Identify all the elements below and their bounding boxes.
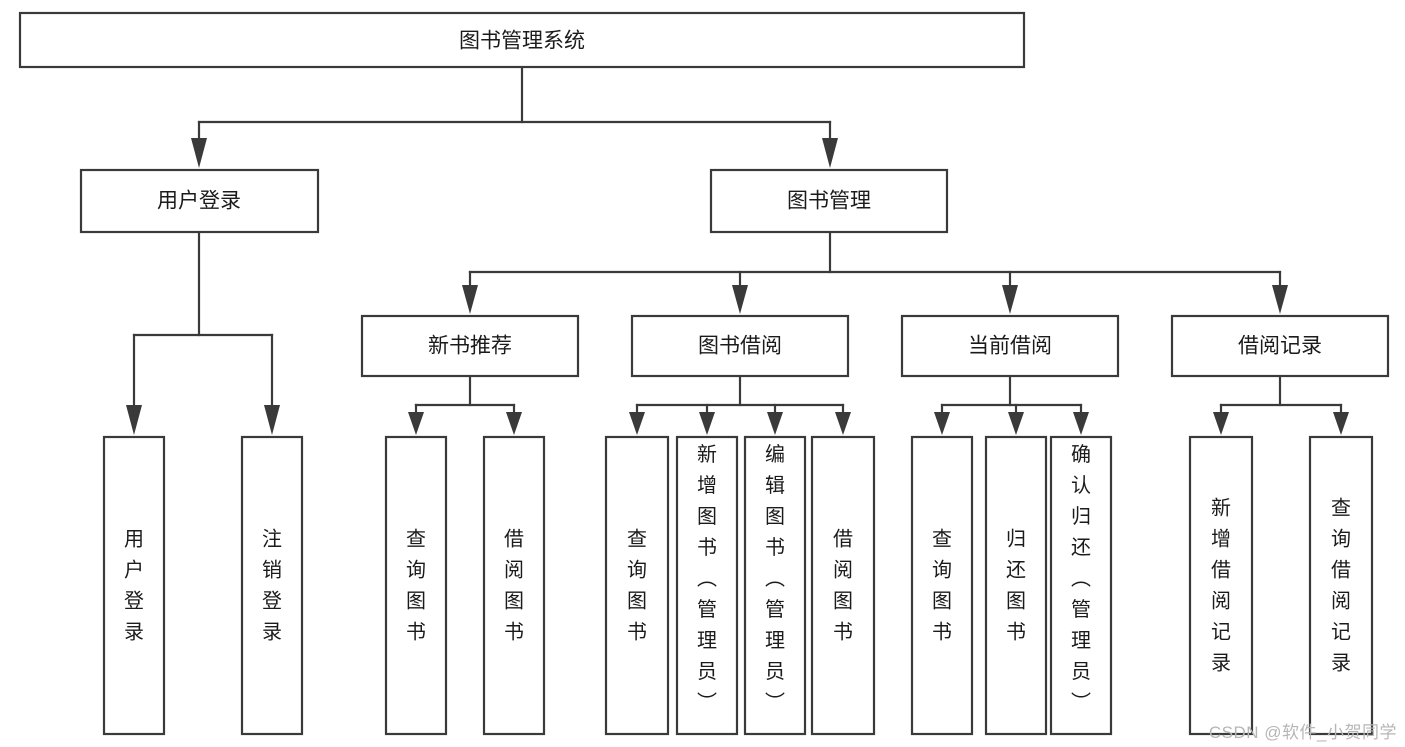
connector-group-borrow-record: [1213, 374, 1349, 435]
leaf-node[interactable]: 查询借阅记录: [1308, 435, 1374, 736]
node-book-borrow-box[interactable]: [630, 314, 850, 378]
leaf-query-book-3-box[interactable]: [910, 435, 974, 736]
node-borrow-record-box[interactable]: [1170, 314, 1390, 378]
node-new-book-rec-box[interactable]: [360, 314, 580, 378]
connector-group-book-borrow: [629, 374, 851, 435]
leaf-add-book-label: 新增图书︵管理员︶: [697, 443, 717, 714]
leaf-return-book-box[interactable]: [984, 435, 1048, 736]
leaf-query-book-1-label: 查询图书: [406, 528, 426, 644]
leaf-edit-book-label: 编辑图书︵管理员︶: [765, 443, 785, 714]
leaf-query-record-box[interactable]: [1308, 435, 1374, 736]
leaf-node[interactable]: 确认归还︵管理员︶: [1049, 435, 1113, 736]
arrow-head-leaf-query-book-3: [934, 412, 950, 435]
connector-group-root: [191, 65, 838, 168]
arrow-head-leaf-query-book-1: [408, 412, 424, 435]
leaf-query-record-label: 查询借阅记录: [1331, 497, 1351, 675]
arrow-head-leaf-borrow-book-2: [835, 412, 851, 435]
node-user-login-box[interactable]: [79, 168, 320, 234]
node-book-manage[interactable]: 图书管理: [709, 168, 949, 234]
leaf-node[interactable]: 归还图书: [984, 435, 1048, 736]
leaf-node-layer: 用户登录 注销登录 查询图书 借阅图书 查询图书 新增图书︵管理员︶ 编辑图书︵管理员︶ 借阅…: [102, 435, 1374, 736]
leaf-query-book-2-label: 查询图书: [627, 528, 647, 644]
connector-group-book-manage: [462, 230, 1288, 314]
arrow-head-leaf-user-login: [126, 405, 142, 435]
leaf-node[interactable]: 编辑图书︵管理员︶: [743, 435, 807, 736]
leaf-node[interactable]: 借阅图书: [482, 435, 546, 736]
arrow-head-borrow-record: [1272, 285, 1288, 314]
arrow-head-book-manage: [822, 138, 838, 168]
arrow-head-current-borrow: [1002, 285, 1018, 314]
leaf-borrow-book-1-label: 借阅图书: [504, 528, 524, 644]
leaf-logout-box[interactable]: [240, 435, 304, 736]
leaf-node[interactable]: 新增图书︵管理员︶: [675, 435, 739, 736]
arrow-head-leaf-confirm-return: [1073, 412, 1089, 435]
leaf-add-record-box[interactable]: [1188, 435, 1254, 736]
leaf-borrow-book-2-box[interactable]: [810, 435, 876, 736]
node-root[interactable]: 图书管理系统: [18, 11, 1026, 69]
node-root-box[interactable]: [18, 11, 1026, 69]
arrow-head-leaf-borrow-book-1: [506, 412, 522, 435]
leaf-add-record-label: 新增借阅记录: [1211, 497, 1231, 675]
leaf-return-book-label: 归还图书: [1006, 528, 1026, 644]
leaf-add-book-box[interactable]: [675, 435, 739, 736]
node-current-borrow[interactable]: 当前借阅: [900, 314, 1120, 378]
leaf-node[interactable]: 借阅图书: [810, 435, 876, 736]
node-book-manage-label: 图书管理: [787, 190, 871, 213]
arrow-head-leaf-add-book: [699, 412, 715, 435]
leaf-borrow-book-1-box[interactable]: [482, 435, 546, 736]
node-user-login[interactable]: 用户登录: [79, 168, 320, 234]
leaf-node[interactable]: 用户登录: [102, 435, 166, 736]
arrow-head-book-borrow: [732, 285, 748, 314]
leaf-edit-book-box[interactable]: [743, 435, 807, 736]
leaf-user-login-box[interactable]: [102, 435, 166, 736]
node-book-manage-box[interactable]: [709, 168, 949, 234]
node-book-borrow-label: 图书借阅: [698, 335, 782, 358]
leaf-confirm-return-box[interactable]: [1049, 435, 1113, 736]
node-current-borrow-label: 当前借阅: [968, 335, 1052, 358]
connector-group-new-book-rec: [408, 374, 522, 435]
node-user-login-label: 用户登录: [157, 190, 241, 213]
leaf-borrow-book-2-label: 借阅图书: [833, 528, 853, 644]
arrow-head-leaf-query-record: [1333, 412, 1349, 435]
arrow-head-leaf-logout: [264, 405, 280, 435]
arrow-head-leaf-query-book-2: [629, 412, 645, 435]
node-borrow-record[interactable]: 借阅记录: [1170, 314, 1390, 378]
leaf-node[interactable]: 查询图书: [910, 435, 974, 736]
leaf-query-book-1-box[interactable]: [384, 435, 448, 736]
leaf-node[interactable]: 新增借阅记录: [1188, 435, 1254, 736]
leaf-query-book-2-box[interactable]: [604, 435, 670, 736]
arrow-head-new-book-rec: [462, 285, 478, 314]
node-new-book-rec-label: 新书推荐: [428, 335, 512, 358]
connector-group-user-login: [126, 230, 280, 435]
arrow-head-leaf-add-record: [1213, 412, 1229, 435]
arrow-head-user-login: [191, 138, 207, 168]
leaf-confirm-return-label: 确认归还︵管理员︶: [1071, 443, 1091, 714]
leaf-user-login-label: 用户登录: [124, 529, 144, 644]
leaf-node[interactable]: 查询图书: [384, 435, 448, 736]
node-borrow-record-label: 借阅记录: [1238, 335, 1322, 358]
leaf-query-book-3-label: 查询图书: [932, 528, 952, 644]
arrow-head-leaf-edit-book: [767, 412, 783, 435]
node-new-book-rec[interactable]: 新书推荐: [360, 314, 580, 378]
node-current-borrow-box[interactable]: [900, 314, 1120, 378]
leaf-node[interactable]: 注销登录: [240, 435, 304, 736]
leaf-logout-label: 注销登录: [262, 528, 282, 644]
connector-group-current-borrow: [934, 374, 1089, 435]
leaf-node[interactable]: 查询图书: [604, 435, 670, 736]
node-book-borrow[interactable]: 图书借阅: [630, 314, 850, 378]
node-root-label: 图书管理系统: [459, 30, 585, 53]
arrow-head-leaf-return-book: [1008, 412, 1024, 435]
